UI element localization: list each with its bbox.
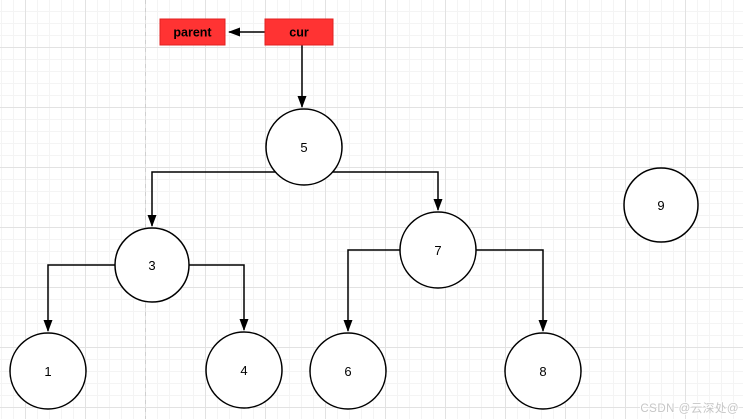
tree-node-1-label: 1 [44,364,51,379]
pointer-box-cur: cur [264,18,334,46]
tree-node-4-label: 4 [240,363,247,378]
tree-node-3-label: 3 [148,258,155,273]
tree-node-5-circle [265,108,343,186]
tree-node-5: 5 [265,108,343,186]
pointer-box-parent: parent [159,18,226,46]
tree-node-4-circle [205,331,283,409]
pointer-box-cur-label: cur [289,26,309,40]
tree-node-3-circle [114,227,190,303]
edge-5-to-7 [332,171,443,211]
edge-7-to-6 [343,249,401,332]
tree-node-8: 8 [504,332,582,410]
tree-node-8-circle [504,332,582,410]
tree-node-9-circle [623,167,699,243]
tree-node-6: 6 [309,332,387,410]
tree-node-8-label: 8 [539,364,546,379]
pointer-box-parent-label: parent [173,26,212,40]
tree-node-1: 1 [9,332,87,410]
tree-node-3: 3 [114,227,190,303]
watermark-text: CSDN @云深处@ [640,403,739,415]
tree-node-9-label: 9 [657,198,664,213]
tree-node-6-label: 6 [344,364,351,379]
edge-7-to-8 [475,249,548,332]
pointer-box-parent-rect [159,18,226,46]
tree-node-9: 9 [623,167,699,243]
tree-node-7-circle [399,211,477,289]
tree-node-6-circle [309,332,387,410]
tree-node-5-label: 5 [300,140,307,155]
pointer-box-cur-rect [264,18,334,46]
tree-node-4: 4 [205,331,283,409]
tree-node-1-circle [9,332,87,410]
edge-5-to-3 [147,171,276,227]
edge-3-to-4 [188,264,249,331]
tree-node-7-label: 7 [434,243,441,258]
edge-3-to-1 [43,264,116,332]
tree-node-7: 7 [399,211,477,289]
